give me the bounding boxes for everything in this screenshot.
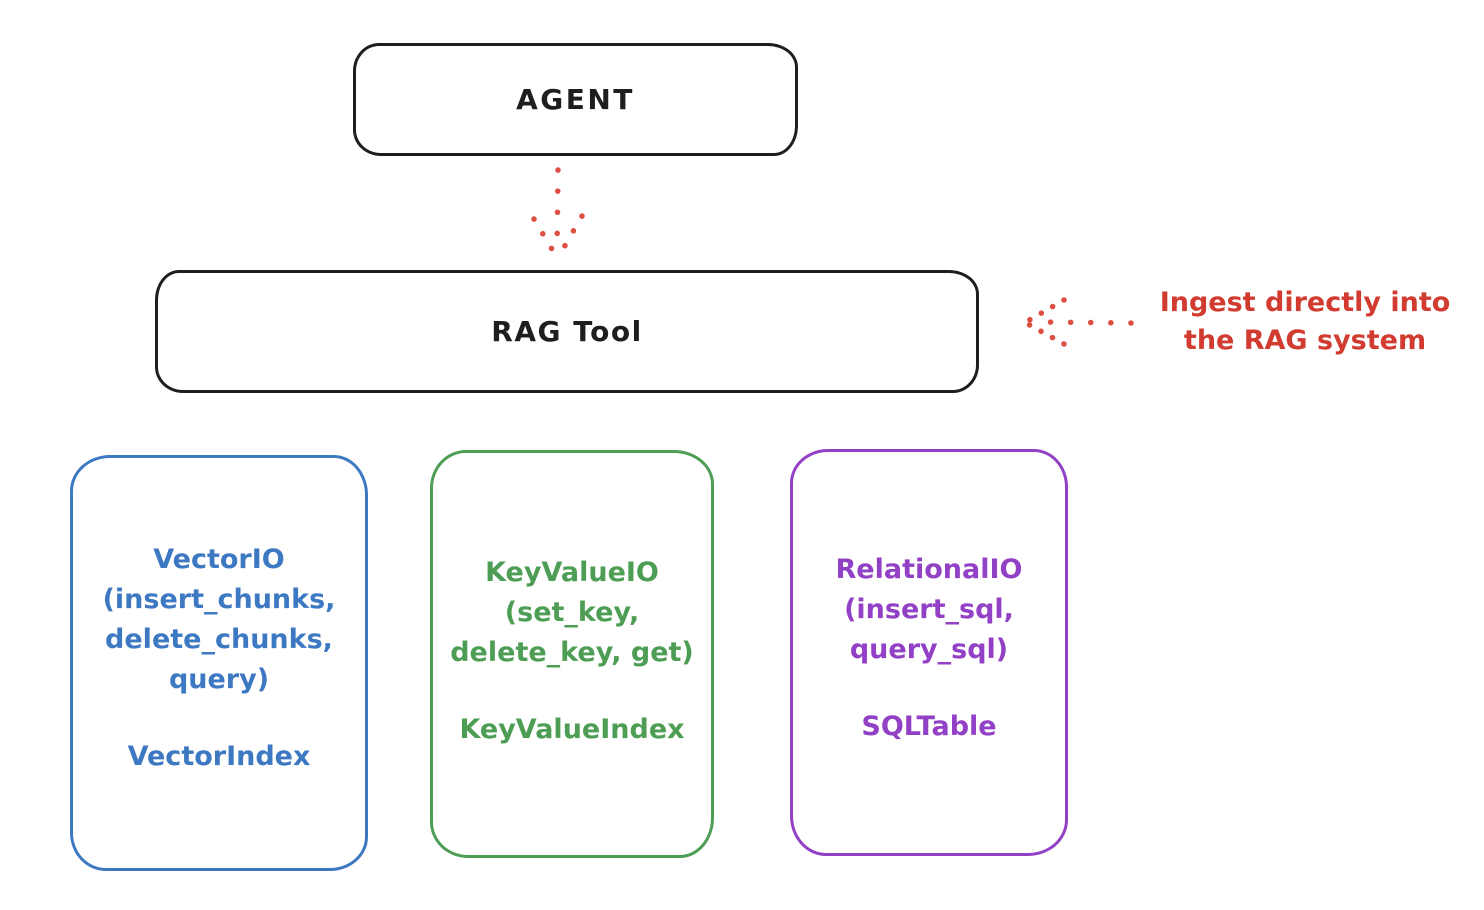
rag-tool-node: RAG Tool — [155, 270, 979, 393]
vector-io-title: VectorIO — [153, 544, 285, 575]
ingest-annotation-text: Ingest directly into the RAG system — [1135, 284, 1475, 360]
rag-tool-node-label: RAG Tool — [491, 315, 643, 348]
vector-index-label: VectorIndex — [127, 741, 311, 772]
vector-io-node: VectorIO (insert_chunks, delete_chunks, … — [70, 455, 368, 871]
keyvalue-io-methods-line1: (set_key, — [504, 597, 640, 628]
vector-io-methods-line1: (insert_chunks, — [102, 584, 336, 615]
vector-io-methods-line2: delete_chunks, — [105, 624, 333, 655]
keyvalue-io-methods-line2: delete_key, get) — [450, 637, 694, 668]
agent-node: AGENT — [353, 43, 798, 156]
sql-table-label: SQLTable — [861, 711, 997, 742]
ingest-annotation-arrow — [1023, 297, 1134, 347]
relational-io-methods-line1: (insert_sql, — [844, 594, 1014, 625]
relational-io-title: RelationalIO — [835, 554, 1023, 585]
ingest-annotation-line1: Ingest directly into — [1159, 287, 1451, 318]
keyvalue-io-title: KeyValueIO — [485, 557, 659, 588]
relational-io-methods-line2: query_sql) — [849, 634, 1009, 665]
agent-to-ragtool-arrow — [531, 167, 585, 259]
agent-node-label: AGENT — [516, 83, 635, 116]
keyvalue-index-label: KeyValueIndex — [459, 714, 685, 745]
keyvalue-io-node: KeyValueIO (set_key, delete_key, get) Ke… — [430, 450, 714, 858]
ingest-annotation-line2: the RAG system — [1183, 325, 1427, 356]
vector-io-methods-line3: query) — [168, 664, 270, 695]
relational-io-node: RelationalIO (insert_sql, query_sql) SQL… — [790, 449, 1068, 856]
